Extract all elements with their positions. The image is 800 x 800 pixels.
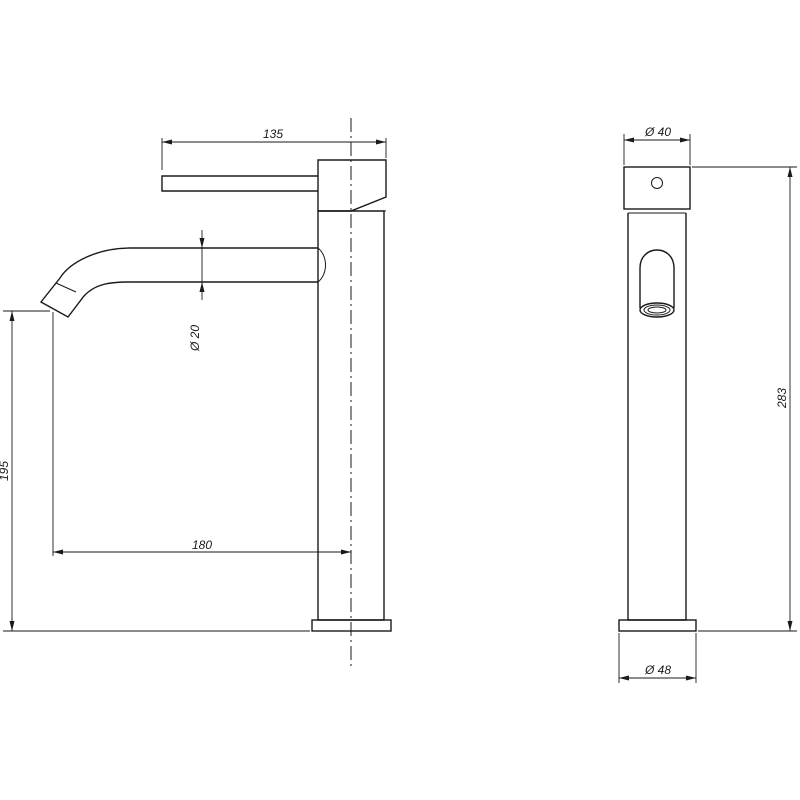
front-outlet [639, 249, 675, 308]
dim-arrow [686, 675, 696, 681]
dim-arrow [53, 549, 63, 555]
dim-total-height: 283 [692, 166, 797, 632]
dim-arrow [619, 675, 629, 681]
aerator-outer [639, 302, 675, 318]
handle-body [317, 159, 387, 212]
dim-arrow [199, 282, 205, 292]
front-base [618, 619, 697, 632]
aerator-mid [643, 304, 671, 316]
spout [39, 247, 318, 318]
dim-reach-label: 180 [192, 538, 212, 552]
dim-lever-length: 135 [161, 127, 387, 170]
spout-end-cap [317, 247, 326, 283]
spout-bend-line [55, 282, 77, 293]
dim-body-label: Ø 40 [644, 125, 671, 139]
dim-spout-height: 195 [0, 310, 50, 631]
dim-arrow [9, 311, 15, 321]
aerator-inner [647, 306, 667, 314]
dim-height-label: 195 [0, 461, 11, 481]
side-view [3, 118, 392, 670]
dim-lever-label: 135 [263, 127, 283, 141]
dim-arrow [9, 621, 15, 631]
handle-lever [161, 175, 318, 192]
dim-arrow [787, 167, 793, 177]
dim-arrow [199, 238, 205, 248]
dim-arrow [341, 549, 351, 555]
front-view [618, 166, 697, 632]
dim-outlet-label: Ø 20 [188, 325, 202, 352]
dim-arrow [680, 137, 690, 143]
dim-outlet-diameter: Ø 20 [188, 230, 205, 352]
dim-arrow [376, 139, 386, 145]
dim-arrow [162, 139, 172, 145]
dim-base-label: Ø 48 [644, 663, 671, 677]
dim-arrow [787, 621, 793, 631]
front-handle-indicator [651, 177, 663, 189]
base-plate [311, 619, 392, 632]
front-body [627, 213, 687, 621]
dim-body-diameter: Ø 40 [623, 125, 691, 165]
dim-base-diameter: Ø 48 [618, 633, 697, 683]
dim-total-label: 283 [775, 388, 789, 409]
dim-spout-reach: 180 [52, 312, 351, 556]
dim-arrow [624, 137, 634, 143]
